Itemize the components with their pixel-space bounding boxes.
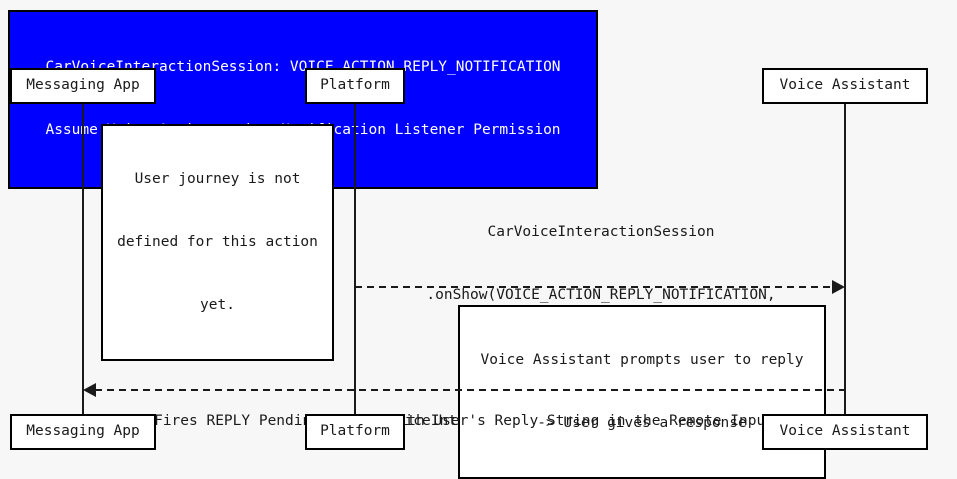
message-onshow-line-2: .onShow(VOICE_ACTION_REPLY_NOTIFICATION, [426, 287, 776, 303]
message-arrow-reply-head [83, 383, 96, 397]
participant-footer-platform[interactable]: Platform [305, 414, 405, 450]
participant-footer-voice-assistant[interactable]: Voice Assistant [762, 414, 928, 450]
note-user-journey: User journey is not defined for this act… [101, 124, 334, 361]
participant-header-platform[interactable]: Platform [305, 68, 405, 104]
lifeline-voice-assistant [844, 104, 846, 414]
message-onshow-line-1: CarVoiceInteractionSession [487, 224, 715, 240]
note-assistant-prompt: Voice Assistant prompts user to reply ->… [458, 305, 826, 479]
message-arrow-onshow-head [832, 280, 845, 294]
note-user-journey-line-2: defined for this action [117, 234, 318, 250]
participant-header-messaging-app[interactable]: Messaging App [10, 68, 156, 104]
lifeline-messaging-app [82, 104, 84, 414]
participant-header-voice-assistant[interactable]: Voice Assistant [762, 68, 928, 104]
message-arrow-onshow [355, 280, 845, 294]
note-user-journey-line-1: User journey is not [134, 171, 301, 187]
message-arrow-reply-pending-intent [83, 383, 846, 397]
note-user-journey-line-3: yet. [200, 297, 235, 313]
note-assistant-prompt-line-1: Voice Assistant prompts user to reply [480, 352, 804, 368]
message-reply-pending-intent-line-1: Fires REPLY Pending Intent with User's R… [154, 413, 774, 429]
note-assistant-prompt-line-2: -> User gives a response [537, 415, 747, 431]
participant-footer-messaging-app[interactable]: Messaging App [10, 414, 156, 450]
lifeline-platform [354, 104, 356, 414]
